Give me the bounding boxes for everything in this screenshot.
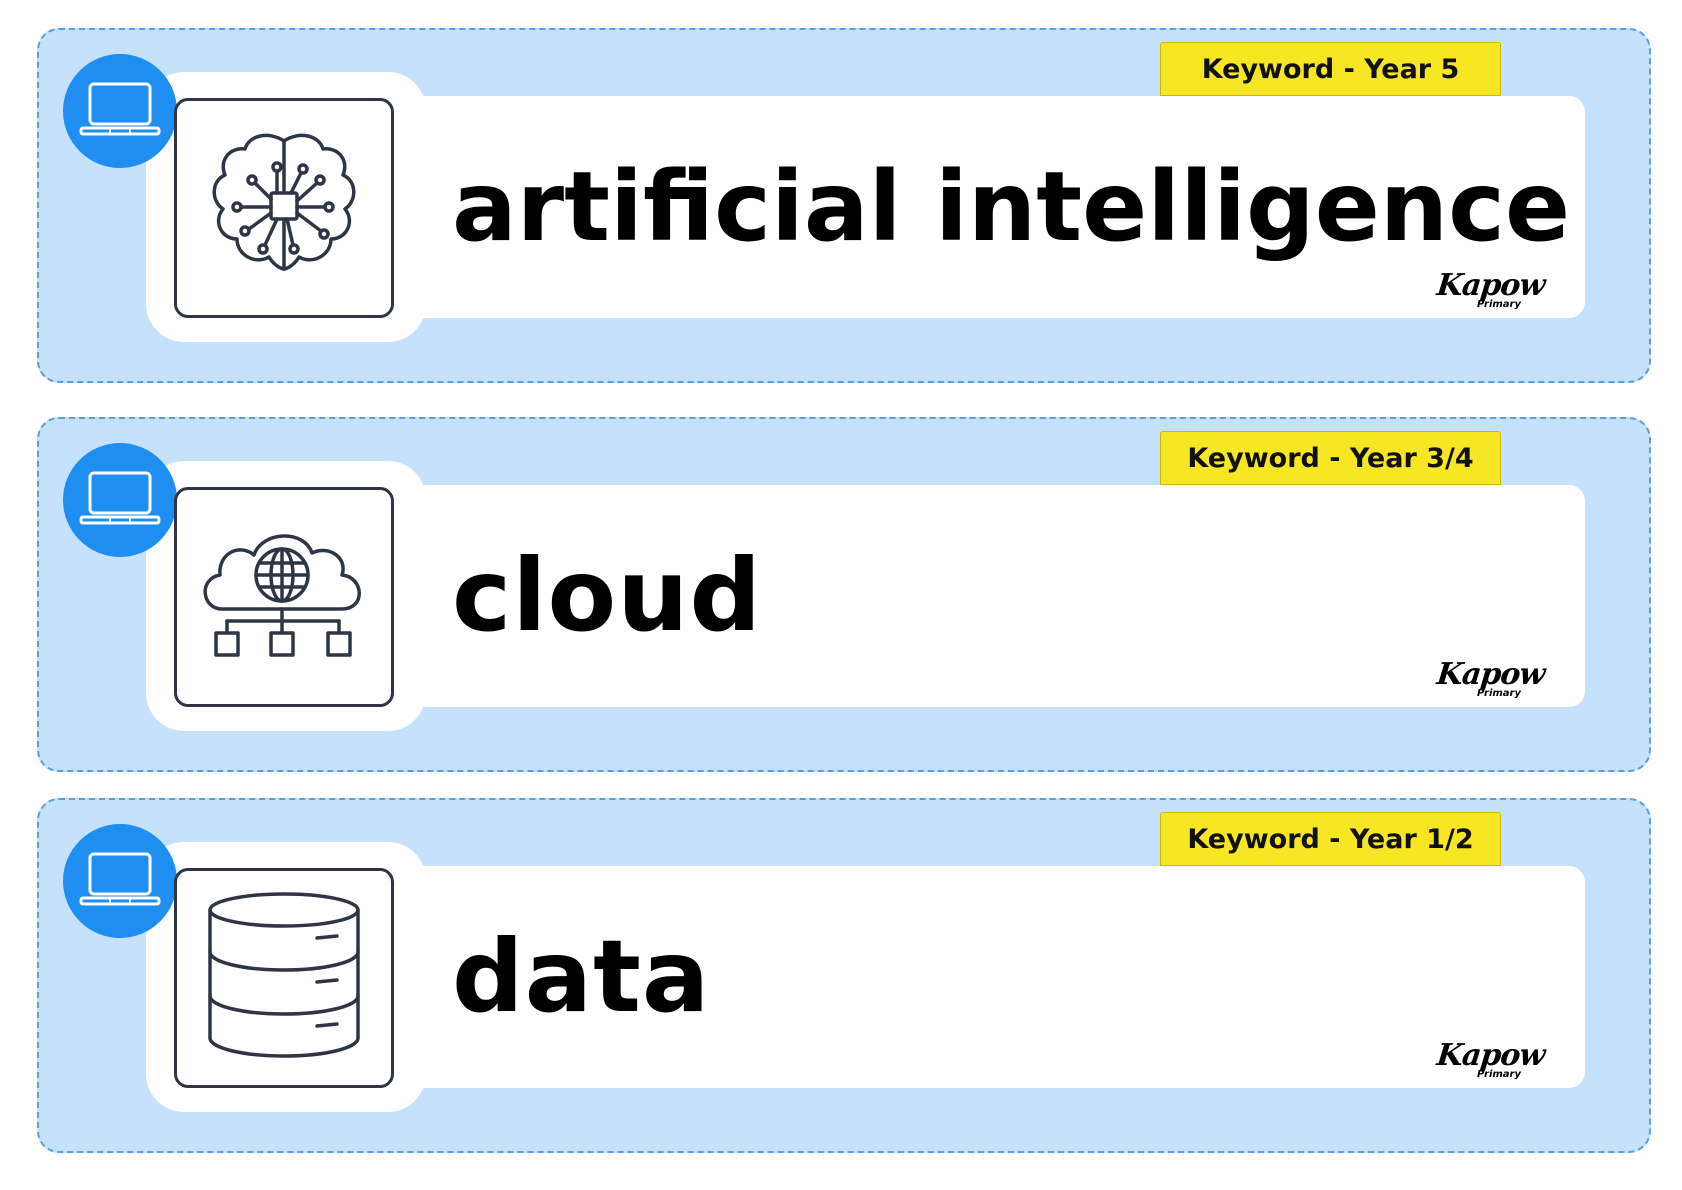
kapow-primary-logo: Kapow Primary [1435, 1038, 1546, 1090]
logo-subtitle: Primary [1477, 299, 1521, 310]
keyword-term: artificial intelligence [452, 151, 1571, 263]
keyword-card-artificial-intelligence: Keyword - Year 5 artificial intelligence [37, 28, 1651, 383]
database-icon [174, 868, 394, 1088]
keyword-year-badge: Keyword - Year 3/4 [1160, 431, 1501, 485]
laptop-icon [63, 443, 177, 557]
kapow-primary-logo: Kapow Primary [1435, 657, 1546, 709]
ai-brain-icon [174, 98, 394, 318]
word-panel [369, 485, 1585, 707]
keyword-term: data [452, 918, 711, 1035]
keyword-card-cloud: Keyword - Year 3/4 cloud Kapow [37, 417, 1651, 772]
keyword-year-badge: Keyword - Year 5 [1160, 42, 1501, 96]
logo-wordmark: Kapow [1435, 1038, 1547, 1073]
kapow-primary-logo: Kapow Primary [1435, 268, 1546, 320]
logo-wordmark: Kapow [1435, 657, 1547, 692]
keyword-term: cloud [452, 537, 763, 654]
keyword-year-badge: Keyword - Year 1/2 [1160, 812, 1501, 866]
cloud-network-icon [174, 487, 394, 707]
word-panel [369, 866, 1585, 1088]
laptop-icon [63, 54, 177, 168]
logo-subtitle: Primary [1477, 688, 1521, 699]
laptop-icon [63, 824, 177, 938]
logo-subtitle: Primary [1477, 1069, 1521, 1080]
keyword-card-data: Keyword - Year 1/2 data Kapow Primary [37, 798, 1651, 1153]
logo-wordmark: Kapow [1435, 268, 1547, 303]
word-panel [369, 96, 1585, 318]
